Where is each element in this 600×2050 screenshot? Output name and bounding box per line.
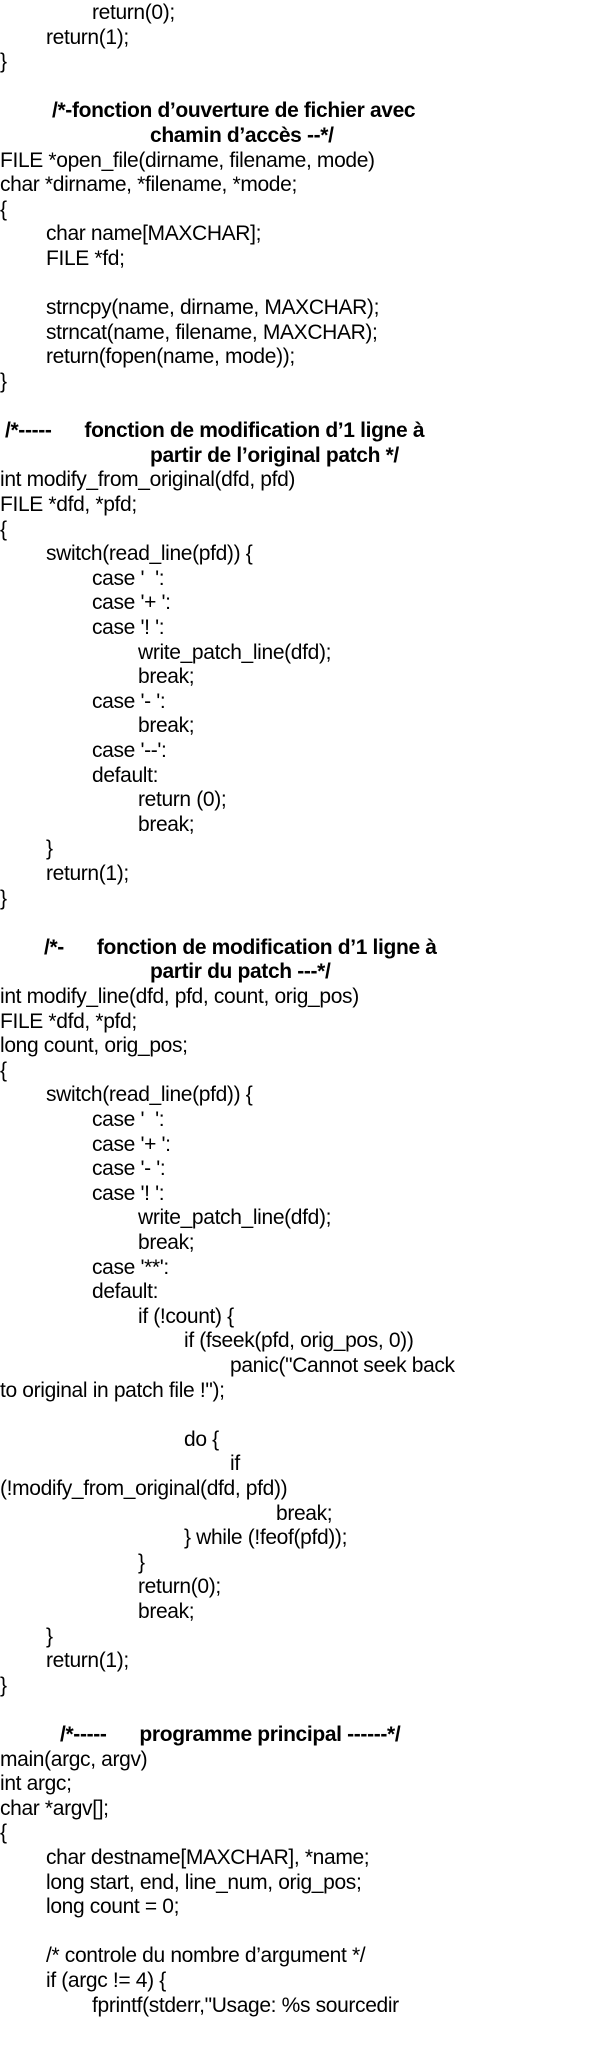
comment-line: partir de l’original patch */ xyxy=(150,443,399,467)
code-line: { xyxy=(0,517,7,541)
code-line: int modify_line(dfd, pfd, count, orig_po… xyxy=(0,985,359,1008)
code-line: case '- ': xyxy=(92,689,166,713)
code-line: (!modify_from_original(dfd, pfd)) xyxy=(0,1477,288,1500)
code-line: char *argv[]; xyxy=(0,1796,109,1820)
code-line: { xyxy=(0,1821,7,1845)
code-line: default: xyxy=(92,763,159,787)
comment-line: partir du patch ---*/ xyxy=(150,960,331,984)
code-line: case '+ ': xyxy=(92,1132,171,1156)
code-line: main(argc, argv) xyxy=(0,1747,148,1771)
code-line: } xyxy=(46,1624,53,1648)
code-line: break; xyxy=(138,665,195,689)
code-line: panic("Cannot seek back xyxy=(230,1354,455,1377)
code-line: strncat(name, filename, MAXCHAR); xyxy=(46,320,378,344)
comment-line: /*-fonction d’ouverture de fichier avec xyxy=(52,99,416,123)
code-line: switch(read_line(pfd)) { xyxy=(46,1083,253,1107)
code-line: case '- ': xyxy=(92,1157,166,1181)
comment-line: /*----- fonction de modification d’1 lig… xyxy=(5,419,425,443)
code-line: switch(read_line(pfd)) { xyxy=(46,542,253,566)
code-line: return (0); xyxy=(138,788,227,812)
code-line: return(fopen(name, mode)); xyxy=(46,345,295,369)
code-line: do { xyxy=(184,1427,219,1451)
code-line: if (!count) { xyxy=(138,1304,234,1328)
code-line: } xyxy=(138,1550,145,1574)
code-line: strncpy(name, dirname, MAXCHAR); xyxy=(46,296,380,320)
code-line: FILE *dfd, *pfd; xyxy=(0,493,137,516)
code-line: if (argc != 4) { xyxy=(46,1969,166,1992)
code-line: return(1); xyxy=(46,862,129,885)
comment-line: chamin d’accès --*/ xyxy=(150,124,334,147)
code-line: case '! ': xyxy=(92,1181,165,1205)
code-line: break; xyxy=(138,812,195,836)
code-line: { xyxy=(0,197,7,221)
code-line: case ' ': xyxy=(92,566,165,590)
code-line: return(0); xyxy=(138,1575,221,1599)
code-line: case '! ': xyxy=(92,616,165,639)
comment-line: /*----- programme principal ------*/ xyxy=(60,1723,401,1746)
code-line: write_patch_line(dfd); xyxy=(138,640,332,664)
code-line: } xyxy=(0,50,7,74)
code-line: break; xyxy=(138,714,195,738)
code-line: /* controle du nombre d’argument */ xyxy=(46,1944,366,1968)
code-line: case '--': xyxy=(92,739,167,762)
code-line: break; xyxy=(138,1231,195,1254)
code-line: char name[MAXCHAR]; xyxy=(46,222,262,246)
code-line: break; xyxy=(138,1600,195,1623)
code-line: return(0); xyxy=(92,1,175,24)
code-line: to original in patch file !"); xyxy=(0,1378,225,1402)
code-line: case ' ': xyxy=(92,1108,165,1131)
code-line: int modify_from_original(dfd, pfd) xyxy=(0,468,296,492)
code-line: FILE *fd; xyxy=(46,247,125,270)
code-line: char destname[MAXCHAR], *name; xyxy=(46,1846,370,1869)
code-line: break; xyxy=(276,1501,333,1525)
code-line: if xyxy=(230,1452,240,1476)
code-line: return(1); xyxy=(46,25,129,49)
comment-line: /*- fonction de modification d’1 ligne à xyxy=(44,935,437,959)
code-line: case '+ ': xyxy=(92,591,171,615)
code-line: if (fseek(pfd, orig_pos, 0)) xyxy=(184,1329,414,1353)
code-line: fprintf(stderr,"Usage: %s sourcedir xyxy=(92,1993,399,2017)
code-line: return(1); xyxy=(46,1649,129,1673)
code-line: case '**': xyxy=(92,1255,169,1279)
code-line: } while (!feof(pfd)); xyxy=(184,1526,348,1550)
code-line: } xyxy=(0,370,7,393)
code-line: } xyxy=(0,1673,7,1697)
code-line: FILE *open_file(dirname, filename, mode) xyxy=(0,148,375,172)
code-line: int argc; xyxy=(0,1772,72,1796)
code-line: } xyxy=(46,837,53,861)
code-line: long start, end, line_num, orig_pos; xyxy=(46,1870,362,1894)
code-line: { xyxy=(0,1058,7,1082)
code-line: FILE *dfd, *pfd; xyxy=(0,1009,137,1033)
code-line: long count = 0; xyxy=(46,1895,180,1919)
code-line: char *dirname, *filename, *mode; xyxy=(0,173,297,197)
code-line: } xyxy=(0,886,7,910)
code-line: long count, orig_pos; xyxy=(0,1034,188,1058)
code-line: write_patch_line(dfd); xyxy=(138,1206,332,1230)
code-line: default: xyxy=(92,1280,159,1304)
